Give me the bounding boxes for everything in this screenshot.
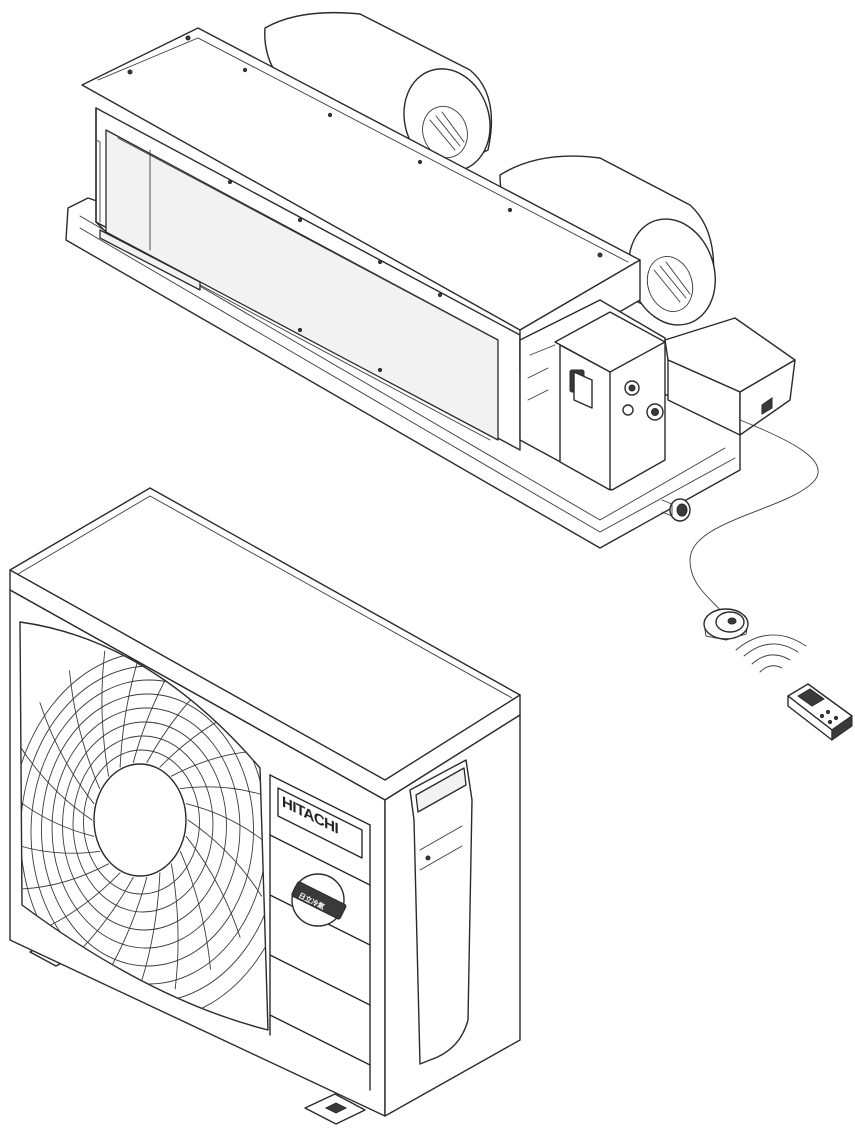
grille-spoke [39,702,95,805]
blower-fan [264,11,493,172]
grille-spoke [179,850,211,970]
grille-spoke [20,743,93,821]
grille-spoke [185,835,241,938]
grille-spoke [187,819,263,897]
electrical-box [519,299,691,522]
control-box [664,317,796,436]
remote-controller[interactable] [787,683,853,741]
outdoor-unit: HITACHI 日立冷氣 [9,487,521,1125]
grille-spoke [20,790,95,837]
grille-ring [51,707,241,949]
outdoor-foot [304,1093,366,1125]
wired-receiver [703,608,749,641]
grille-spoke [101,650,110,777]
indoor-ducted-unit [65,11,819,613]
front-panel [269,774,371,1091]
grille-spoke [20,863,110,890]
grille-ring [72,735,214,913]
grille-ring [41,693,254,967]
indoor-casing [81,27,641,451]
grille-spoke [69,670,101,790]
grille-spoke [20,840,101,854]
service-valve-cover [409,759,473,1065]
brand-badge: 日立冷氣 [291,873,347,927]
remote-signal-icon [735,634,807,673]
grille-spoke [170,863,179,990]
